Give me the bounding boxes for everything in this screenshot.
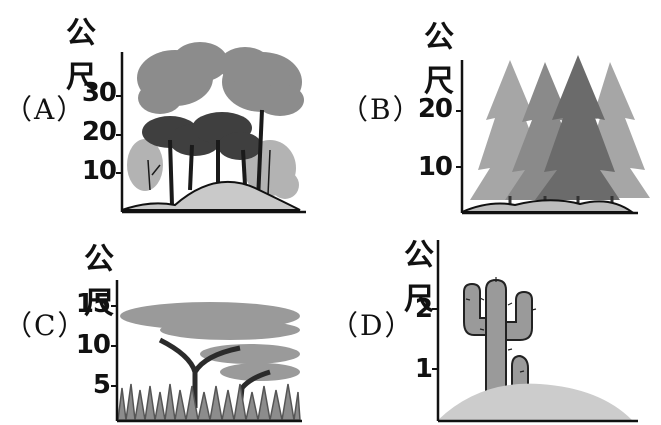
tick-label-d-2: 2 xyxy=(414,294,433,324)
unit-label-c: 公尺 xyxy=(84,242,114,321)
tick-label-a-30: 30 xyxy=(81,78,117,108)
option-label-a: （A） xyxy=(4,93,87,126)
tick-label-b-10: 10 xyxy=(417,152,453,182)
tick-label-b-20: 20 xyxy=(417,94,453,124)
unit-label-d: 公尺 xyxy=(404,238,434,317)
tick-label-c-10: 10 xyxy=(75,330,111,360)
tick-label-a-10: 10 xyxy=(81,156,117,186)
option-label-d: （D） xyxy=(330,309,415,342)
tick-label-a-20: 20 xyxy=(81,117,117,147)
unit-label-b: 公尺 xyxy=(424,20,454,99)
tick-label-d-1: 1 xyxy=(414,354,433,384)
tick-label-c-5: 5 xyxy=(92,370,111,400)
tick-label-c-15: 15 xyxy=(75,289,111,319)
option-label-c: （C） xyxy=(4,309,88,342)
unit-label-a: 公尺 xyxy=(66,16,96,95)
option-label-b: （B） xyxy=(340,93,423,126)
